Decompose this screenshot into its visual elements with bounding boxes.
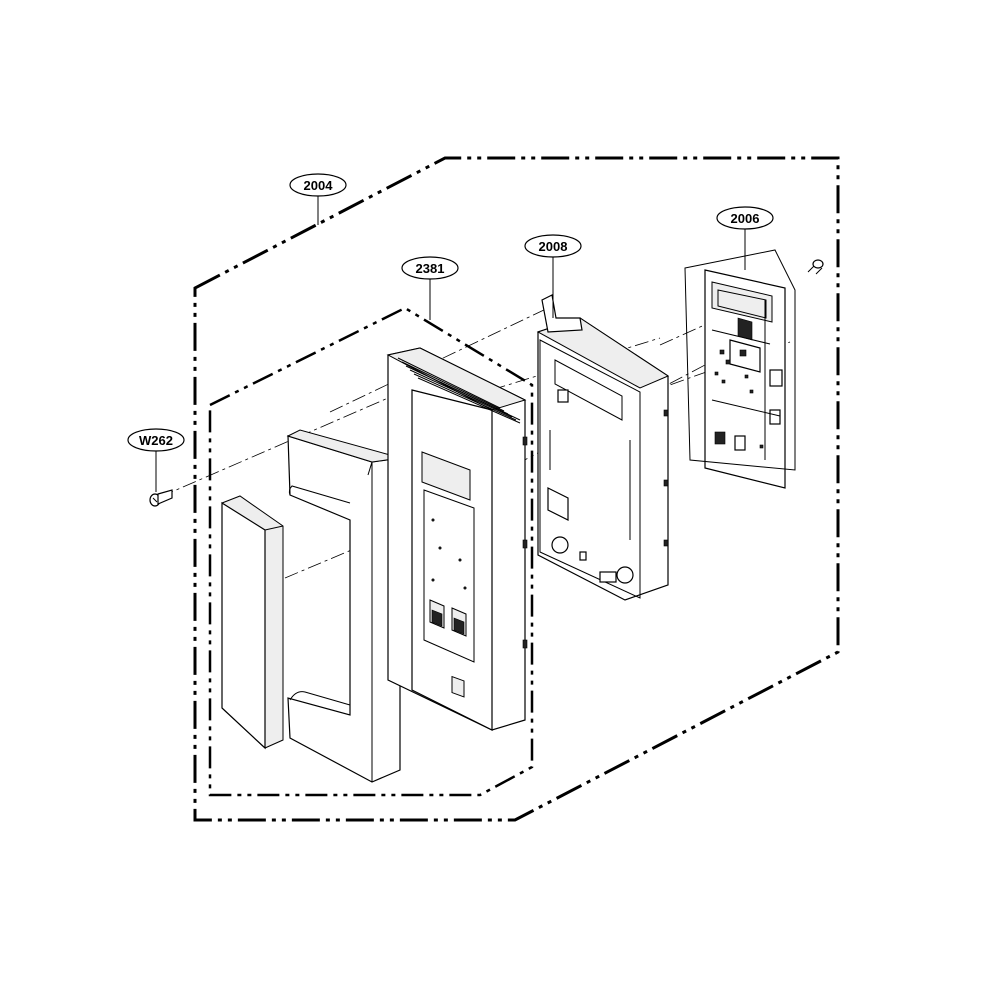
display-window (421, 451, 471, 501)
screw-w262 (149, 489, 173, 507)
callout-2008: 2008 (524, 234, 582, 258)
door-panel (286, 429, 401, 783)
pcb-screw (807, 259, 824, 275)
svg-text:2006: 2006 (731, 211, 760, 226)
keypad-area (423, 489, 475, 663)
callout-leaders (155, 195, 746, 492)
callout-2006: 2006 (716, 206, 774, 230)
callout-2381: 2381 (401, 256, 459, 280)
keypad-cutout-1 (451, 675, 465, 698)
pcb-board (684, 249, 796, 489)
assembly-boundary-2381 (208, 306, 534, 797)
svg-text:2004: 2004 (304, 178, 334, 193)
vent-ribs (397, 357, 521, 424)
callout-w262: W262 (127, 428, 185, 452)
control-frame (536, 294, 670, 601)
assembly-boundary-2004 (193, 156, 840, 822)
callout-2004: 2004 (289, 173, 347, 197)
svg-text:W262: W262 (139, 433, 173, 448)
svg-text:2381: 2381 (416, 261, 445, 276)
rear-panel-cover (221, 495, 284, 750)
control-panel-front (386, 347, 528, 731)
svg-text:2008: 2008 (539, 239, 568, 254)
